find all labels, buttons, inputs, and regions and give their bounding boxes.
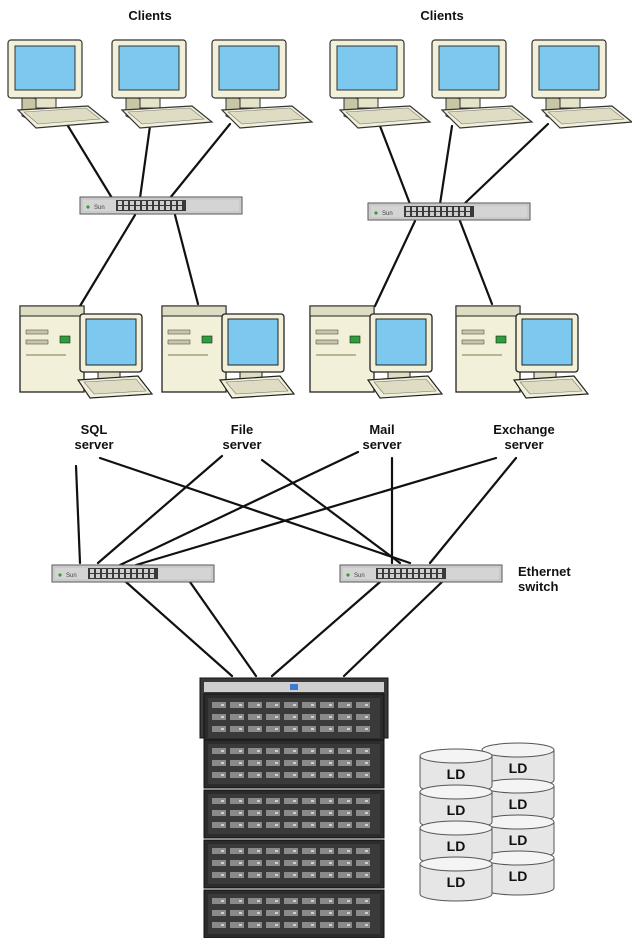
- ld-cylinder: LD: [481, 850, 555, 896]
- ethernet-switch-bottom-right: Sun: [339, 564, 503, 583]
- ethernet-switch-top-right: Sun: [367, 202, 531, 221]
- file-server-computer: [161, 305, 295, 399]
- ld-cylinder: LD: [419, 856, 493, 902]
- ld-cylinder: LD: [419, 820, 493, 866]
- ethernet-switch-bottom-left: Sun: [51, 564, 215, 583]
- logical-drives: LD LD LD LD LD LD: [419, 742, 555, 902]
- client-computer: [431, 39, 533, 129]
- sql-server-label-line2: server: [74, 437, 114, 452]
- mail-server-label: Mail server: [350, 422, 414, 452]
- ld-cylinder: LD: [481, 778, 555, 824]
- sql-server-label: SQL server: [62, 422, 126, 452]
- switch-brand-label: Sun: [382, 211, 393, 217]
- ld-cylinder: LD: [419, 784, 493, 830]
- clients-label-right: Clients: [410, 8, 474, 23]
- ld-label: LD: [509, 832, 528, 848]
- ld-label: LD: [447, 874, 466, 890]
- exchange-server-computer: [455, 305, 589, 399]
- ld-label: LD: [447, 766, 466, 782]
- client-computer: [111, 39, 213, 129]
- switch-brand-label: Sun: [354, 573, 365, 579]
- client-computer: [7, 39, 109, 129]
- clients-label-text: Clients: [420, 8, 464, 23]
- client-computer: [329, 39, 431, 129]
- client-computer: [211, 39, 313, 129]
- ethernet-switch-label: Ethernet switch: [518, 564, 590, 594]
- ld-label: LD: [509, 868, 528, 884]
- ld-label: LD: [509, 760, 528, 776]
- mail-server-label-line2: server: [362, 437, 402, 452]
- clients-label-left: Clients: [118, 8, 182, 23]
- ethernet-switch-label-line2: switch: [518, 579, 559, 594]
- file-server-label-line1: File: [230, 422, 254, 437]
- ld-cylinder: LD: [481, 814, 555, 860]
- switch-brand-label: Sun: [66, 573, 77, 579]
- ld-cylinder: LD: [419, 748, 493, 794]
- sql-server-computer: [19, 305, 153, 399]
- ld-label: LD: [509, 796, 528, 812]
- clients-label-text: Clients: [128, 8, 172, 23]
- file-server-label: File server: [210, 422, 274, 452]
- exchange-server-label-line1: Exchange: [493, 422, 555, 437]
- client-computer: [531, 39, 632, 129]
- mail-server-computer: [309, 305, 443, 399]
- exchange-server-label: Exchange server: [482, 422, 566, 452]
- switch-brand-label: Sun: [94, 205, 105, 211]
- ethernet-switch-label-line1: Ethernet: [518, 564, 571, 579]
- storage-array: [199, 677, 389, 938]
- ld-label: LD: [447, 838, 466, 854]
- ld-label: LD: [447, 802, 466, 818]
- connection-lines: [66, 122, 550, 678]
- ethernet-switch-top-left: Sun: [79, 196, 243, 215]
- mail-server-label-line1: Mail: [369, 422, 395, 437]
- file-server-label-line2: server: [222, 437, 262, 452]
- sql-server-label-line1: SQL: [80, 422, 108, 437]
- exchange-server-label-line2: server: [504, 437, 544, 452]
